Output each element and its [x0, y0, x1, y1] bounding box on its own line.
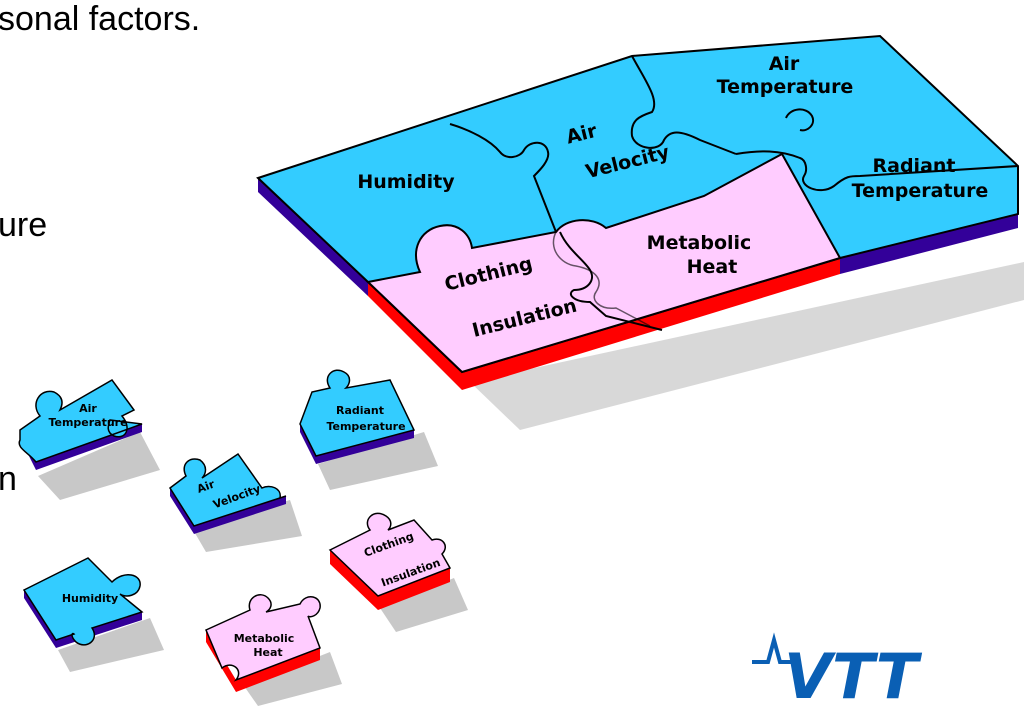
slide-text-line2: ure: [0, 206, 48, 244]
loose-piece-metabolic-heat: Metabolic Heat: [205, 594, 342, 706]
piece-body: [328, 512, 452, 597]
piece-shadow: [380, 578, 468, 632]
logo-wordmark: VTT: [784, 640, 923, 702]
piece-body: [18, 379, 143, 463]
piece-shadow: [244, 652, 342, 706]
loose-label-radiant-temperature-1: Radiant: [336, 404, 384, 417]
board-label-radiant-temperature-1: Radiant: [873, 155, 956, 177]
board-label-air-temperature-2: Temperature: [717, 76, 854, 98]
board-shadow: [470, 262, 1024, 430]
seam-personal-2: [552, 231, 651, 327]
board-edge-bottom-red: [462, 258, 840, 390]
piece-body: [168, 452, 287, 527]
piece-shadow: [192, 500, 302, 552]
piece-edge: [206, 630, 320, 692]
loose-label-humidity: Humidity: [62, 592, 118, 605]
loose-piece-air-temperature: Air Temperature: [18, 379, 160, 500]
board-label-humidity: Humidity: [357, 171, 455, 193]
assembled-puzzle-board: Humidity Air Velocity Air Temperature Ra…: [256, 34, 1024, 430]
piece-edge: [300, 424, 414, 464]
piece-body: [22, 557, 144, 646]
loose-label-air-temperature-1: Air: [79, 402, 97, 415]
board-edge-front: [368, 282, 462, 390]
seam-tab: [785, 108, 814, 132]
personal-region: [365, 152, 842, 374]
piece-shadow: [318, 432, 438, 490]
piece-shadow: [58, 618, 164, 672]
slide-text-line3: n: [0, 460, 17, 498]
board-label-radiant-temperature-2: Temperature: [852, 180, 989, 202]
loose-piece-clothing-insulation: Clothing Insulation: [328, 512, 468, 632]
seam-top: [449, 123, 557, 233]
logo-pulse-icon: [752, 632, 800, 664]
seam-right: [630, 55, 737, 155]
loose-piece-air-velocity: Air Velocity: [168, 452, 302, 552]
piece-shadow: [38, 432, 160, 500]
loose-label-air-temperature-2: Temperature: [48, 416, 127, 429]
board-label-metabolic-heat-2: Heat: [687, 256, 738, 278]
piece-body: [299, 369, 416, 457]
loose-label-air-velocity-1: Air: [195, 477, 217, 495]
board-edge-left: [258, 178, 368, 296]
seam-personal: [559, 231, 663, 331]
piece-body: [205, 594, 321, 682]
board-label-metabolic-heat-1: Metabolic: [647, 232, 752, 254]
loose-label-metabolic-heat-2: Heat: [253, 646, 282, 659]
piece-edge: [170, 488, 286, 534]
loose-piece-humidity: Humidity: [22, 557, 164, 672]
vtt-logo: VTT: [752, 632, 923, 702]
piece-edge: [330, 550, 450, 610]
seam-mid: [735, 150, 1019, 192]
slide-text-line1: sonal factors.: [0, 0, 201, 38]
loose-label-radiant-temperature-2: Temperature: [326, 420, 405, 433]
board-edge-bottom-blue: [840, 214, 1018, 274]
loose-label-metabolic-heat-1: Metabolic: [234, 632, 295, 645]
loose-piece-radiant-temperature: Radiant Temperature: [299, 369, 438, 490]
board-label-air-temperature-1: Air: [769, 53, 800, 75]
